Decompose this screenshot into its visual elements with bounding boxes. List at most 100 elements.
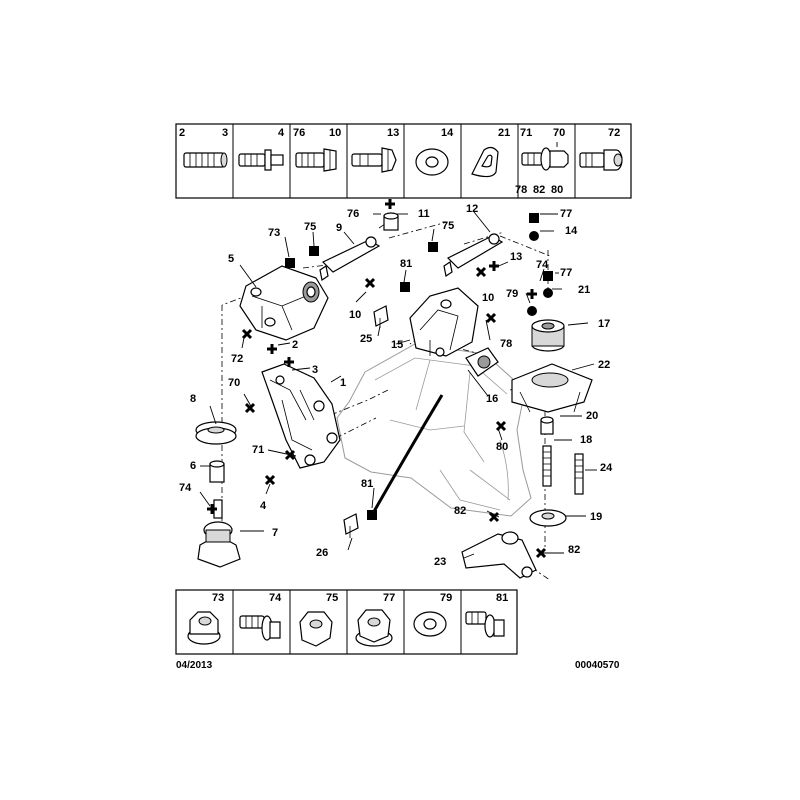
flange-hex-nut-icon [355,609,393,647]
callout-label: 14 [565,225,578,237]
stud-bolt-icon [183,152,228,168]
cross-icon [267,344,277,354]
bracket-26 [343,513,359,538]
callout-label: 82 [568,544,580,556]
legend-label: 13 [387,127,399,139]
bracket-25 [373,305,389,328]
callout-label: 26 [316,547,328,559]
stud-24 [574,453,584,495]
callout-label: 8 [190,393,196,405]
callout-label: 1 [340,377,346,389]
square-icon [285,258,295,268]
callout-label: 79 [506,288,518,300]
legend-label: 82 [533,184,545,196]
legend-label: 78 [515,184,527,196]
engine-mount-5 [239,265,329,341]
callout-label: 16 [486,393,498,405]
callout-label: 75 [442,220,454,232]
legend-label: 10 [329,127,341,139]
x-mark-icon [475,266,487,278]
legend-label: 3 [222,127,228,139]
legend-label: 81 [496,592,508,604]
cap-8 [195,421,237,445]
x-mark-icon [241,328,253,340]
legend-label: 21 [498,127,510,139]
callout-label: 3 [312,364,318,376]
callout-label: 15 [391,339,403,351]
washer-icon [415,148,449,176]
legend-label: 74 [269,592,282,604]
mount-7 [197,499,241,568]
callout-label: 17 [598,318,610,330]
legend-label: 72 [608,127,620,139]
legend-label: 73 [212,592,224,604]
cross-icon [527,289,537,299]
callout-label: 81 [400,258,412,270]
flange-bolt-icon [239,615,281,641]
callout-label: 82 [454,505,466,517]
callout-label: 12 [466,203,478,215]
callout-label: 78 [500,338,512,350]
callout-label: 81 [361,478,373,490]
square-icon [309,246,319,256]
assembly-symbols [207,199,553,559]
callout-label: 11 [418,208,430,220]
hex-bolt-icon [351,147,397,173]
bush-11 [383,212,399,231]
callout-label: 77 [560,208,572,220]
callout-label: 74 [179,482,192,494]
link-12 [443,233,504,277]
circle-icon [527,306,537,316]
circle-icon [529,231,539,241]
legend-label: 2 [179,127,185,139]
legend-label: 76 [293,127,305,139]
legend-label: 79 [440,592,452,604]
plain-washer-icon [413,611,447,637]
x-mark-icon [244,402,256,414]
callout-numbers: 1 2 3 4 5 6 7 8 9 10 10 11 12 13 14 15 1… [179,203,613,568]
callout-label: 18 [580,434,592,446]
callout-label: 21 [578,284,590,296]
callout-label: 24 [600,462,613,474]
callout-label: 9 [336,222,342,234]
spacer-20 [540,416,554,435]
callout-label: 20 [586,410,598,422]
bracket-1 [261,363,341,469]
square-icon [543,271,553,281]
cross-icon [385,199,395,209]
callout-label: 23 [434,556,446,568]
x-mark-icon [485,312,497,324]
legend-label: 77 [383,592,395,604]
cross-icon [489,261,499,271]
callout-label: 22 [598,359,610,371]
callout-label: 77 [560,267,572,279]
cross-icon [284,357,294,367]
legend-label: 70 [553,127,565,139]
callout-label: 7 [272,527,278,539]
flange-nut-icon [187,611,221,645]
cross-icon [207,504,217,514]
footer-reference: 00040570 [575,660,620,671]
arm-23 [461,531,537,579]
connection-line [370,394,444,516]
bush-16 [465,347,499,377]
square-icon [400,282,410,292]
legend-label: 75 [326,592,338,604]
callout-label: 4 [260,500,267,512]
callout-label: 80 [496,441,508,453]
callout-label: 10 [482,292,494,304]
square-icon [367,510,377,520]
collar-bolt-icon [521,142,569,171]
legend-label: 14 [441,127,454,139]
legend-label: 71 [520,127,532,139]
x-mark-icon [364,277,376,289]
mount-15 [409,287,479,357]
socket-bolt-icon [579,149,623,171]
circle-icon [543,288,553,298]
square-icon [428,242,438,252]
bottom-legend: 73 74 75 77 79 [175,589,518,655]
callout-label: 13 [510,251,522,263]
callout-label: 2 [292,339,298,351]
callout-label: 76 [347,208,359,220]
gearbox-outline [336,343,532,517]
